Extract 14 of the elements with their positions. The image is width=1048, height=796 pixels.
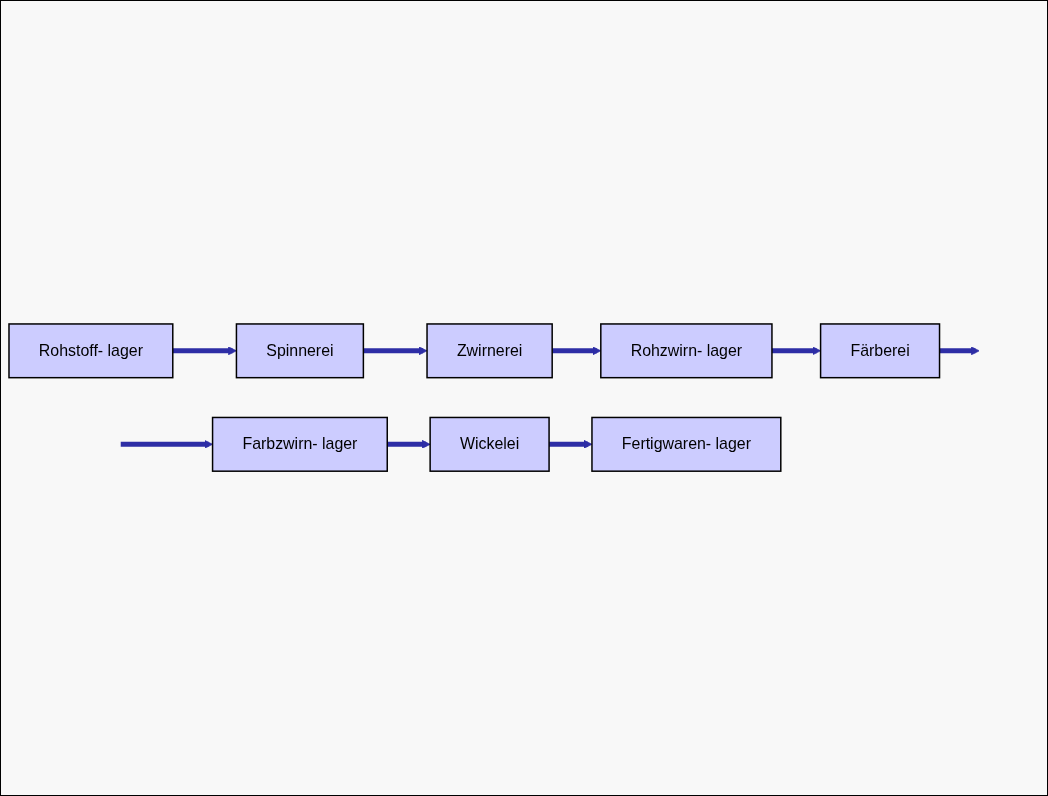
node-box: Wickelei bbox=[429, 417, 550, 473]
node-box: Rohzwirn- lager bbox=[600, 323, 773, 379]
node-box: Rohstoff- lager bbox=[8, 323, 174, 379]
node-box: Spinnerei bbox=[235, 323, 365, 379]
arrow bbox=[363, 346, 428, 356]
arrow bbox=[771, 346, 821, 356]
arrow bbox=[120, 440, 213, 450]
arrow bbox=[939, 346, 980, 356]
node-box: Fertigwaren- lager bbox=[591, 417, 782, 473]
arrow bbox=[172, 346, 237, 356]
node-box: Färberei bbox=[819, 323, 941, 379]
node-box: Farbzwirn- lager bbox=[211, 417, 388, 473]
arrow bbox=[387, 440, 431, 450]
node-box: Zwirnerei bbox=[426, 323, 553, 379]
